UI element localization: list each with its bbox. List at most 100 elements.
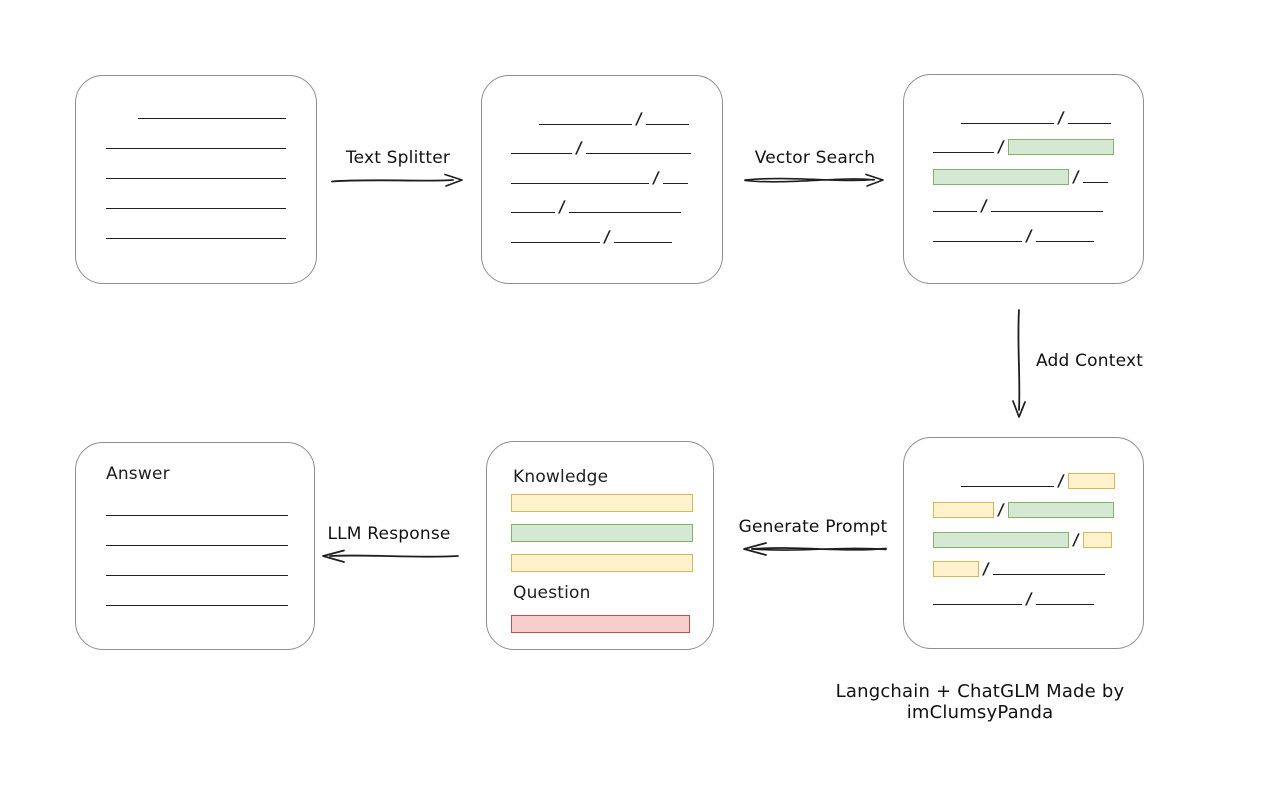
text-row: [106, 548, 314, 578]
green-highlight-chunk: [1007, 139, 1114, 155]
context-chunks-node: /////: [903, 437, 1144, 649]
generate-prompt-label: Generate Prompt: [738, 517, 888, 537]
add-context-arrow: Add Context: [1010, 308, 1160, 420]
text-row: /: [511, 215, 722, 246]
slash-separator: /: [651, 167, 661, 187]
question-label: Question: [513, 583, 591, 603]
yellow-highlight-chunk: [933, 502, 994, 518]
text-line: [106, 575, 288, 576]
answer-node: Answer: [75, 442, 315, 650]
text-line: [511, 182, 649, 184]
text-line: [662, 182, 688, 184]
text-splitter-arrow: Text Splitter: [330, 148, 466, 188]
yellow-highlight-chunk: [511, 554, 693, 572]
slash-separator: /: [1056, 107, 1066, 127]
text-row: [106, 181, 316, 211]
text-row: /: [511, 127, 722, 157]
text-line: [1082, 181, 1108, 183]
matched-chunk-lines: / / / / /: [904, 75, 1143, 245]
vector-search-arrow: Vector Search: [743, 148, 887, 188]
text-line: [1067, 122, 1111, 124]
text-row: [511, 615, 713, 645]
red-highlight-chunk: [511, 615, 690, 633]
text-line: [961, 122, 1054, 124]
text-line: [645, 123, 689, 125]
diagram-caption: Langchain + ChatGLM Made by imClumsyPand…: [835, 681, 1125, 723]
text-line: [990, 211, 1103, 212]
text-line: [106, 515, 288, 516]
text-row: [106, 578, 314, 608]
slash-separator: /: [1024, 225, 1034, 245]
text-line: [511, 212, 555, 213]
text-row: [106, 518, 314, 548]
text-line: [961, 485, 1054, 487]
text-row: /: [933, 518, 1143, 549]
text-line: [106, 238, 286, 239]
answer-label: Answer: [106, 464, 170, 484]
text-line: [933, 152, 994, 153]
yellow-highlight-chunk: [511, 494, 693, 512]
source-document-node: [75, 75, 317, 284]
context-chunk-lines: /////: [904, 438, 1143, 608]
text-line: [511, 153, 572, 154]
text-line: [1035, 603, 1094, 605]
text-splitter-label: Text Splitter: [345, 148, 451, 168]
slash-separator: /: [1071, 166, 1081, 186]
right-arrow-icon: [331, 173, 463, 187]
llm-response-label: LLM Response: [327, 524, 451, 544]
text-row: /: [933, 459, 1143, 490]
text-line: [933, 211, 977, 212]
answer-lines: [76, 483, 314, 608]
green-highlight-chunk: [933, 531, 1069, 548]
text-row: /: [933, 185, 1143, 215]
text-row: /: [933, 214, 1143, 245]
green-highlight-chunk: [1007, 502, 1114, 518]
text-row: [106, 91, 316, 121]
prompt-node: Knowledge Question: [486, 441, 714, 650]
text-row: /: [511, 186, 722, 216]
slash-separator: /: [996, 137, 1006, 156]
text-row: [106, 211, 316, 241]
slash-separator: /: [979, 196, 989, 215]
yellow-highlight-chunk: [1082, 531, 1112, 548]
text-line: [106, 545, 288, 546]
text-line: [933, 603, 1022, 605]
vector-matched-node: / / / / /: [903, 74, 1144, 284]
split-chunks-node: / / / / /: [481, 75, 723, 284]
slash-separator: /: [634, 108, 644, 128]
left-arrow-icon: [322, 549, 459, 563]
slash-separator: /: [602, 226, 612, 246]
green-highlight-chunk: [933, 168, 1069, 185]
text-row: /: [933, 548, 1143, 578]
text-line: [539, 123, 632, 125]
document-lines: [76, 76, 316, 241]
text-row: [106, 121, 316, 151]
text-line: [933, 240, 1022, 242]
text-row: /: [933, 155, 1143, 186]
right-arrow-icon: [744, 173, 884, 187]
text-row: /: [933, 577, 1143, 608]
slash-separator: /: [574, 138, 584, 157]
down-arrow-icon: [1012, 309, 1026, 418]
text-line: [992, 574, 1105, 575]
text-line: [106, 148, 286, 149]
knowledge-bars: [511, 494, 713, 584]
slash-separator: /: [557, 197, 567, 216]
add-context-label: Add Context: [1036, 351, 1144, 371]
text-row: [511, 524, 713, 554]
yellow-highlight-chunk: [933, 561, 979, 577]
text-line: [568, 212, 681, 213]
text-row: [511, 494, 713, 524]
text-row: /: [933, 96, 1143, 127]
text-line: [106, 605, 288, 606]
slash-separator: /: [981, 559, 991, 578]
text-line: [1035, 240, 1094, 242]
text-row: /: [933, 126, 1143, 156]
chunk-lines: / / / / /: [482, 76, 722, 246]
question-bars: [511, 615, 713, 645]
green-highlight-chunk: [511, 524, 693, 542]
text-line: [138, 118, 286, 119]
generate-prompt-arrow: Generate Prompt: [738, 517, 888, 557]
text-line: [106, 208, 286, 209]
